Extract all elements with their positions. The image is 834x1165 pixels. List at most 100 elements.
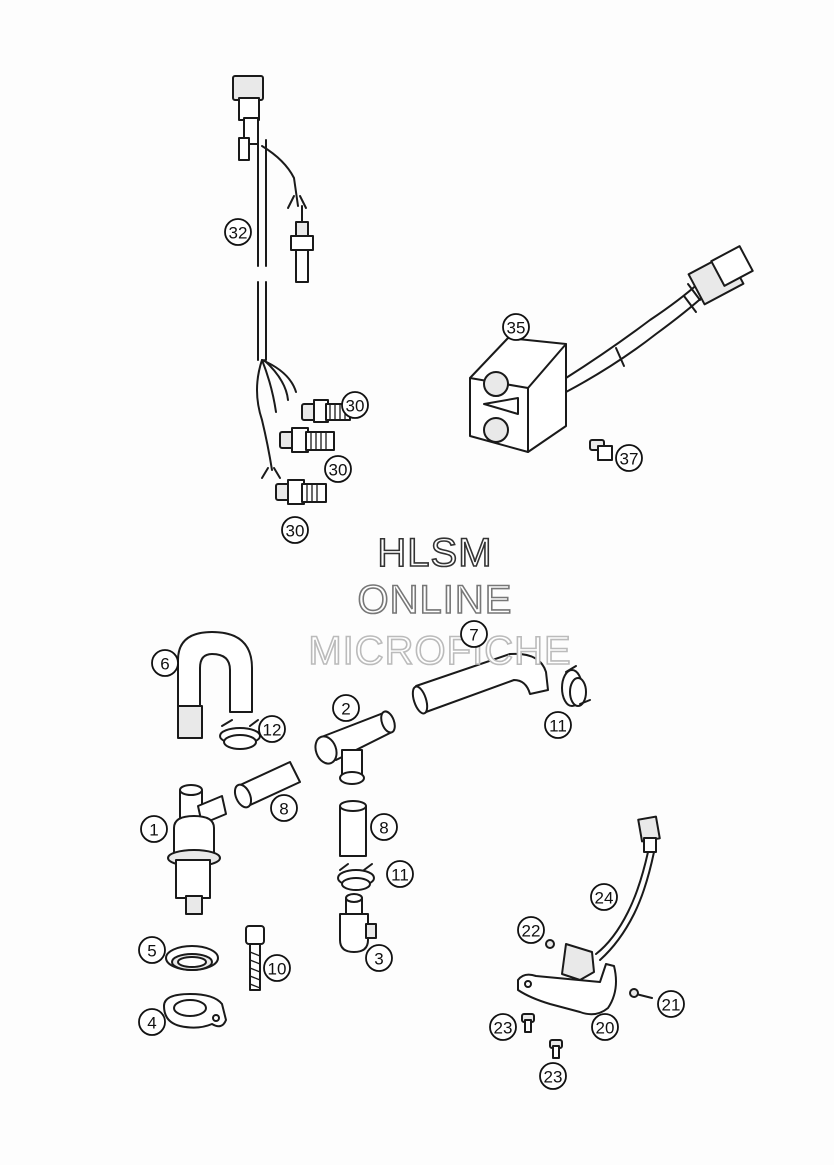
callout-c22: 22	[517, 916, 545, 944]
callout-number: 7	[469, 626, 478, 645]
callout-circle	[615, 444, 643, 472]
callout-circle	[591, 1013, 619, 1041]
callout-number: 30	[286, 522, 305, 541]
callout-number: 11	[391, 866, 409, 885]
callout-circle	[224, 218, 252, 246]
callout-c24: 24	[590, 883, 618, 911]
u-hose-6	[177, 631, 253, 739]
callout-circle	[341, 391, 369, 419]
callout-c5: 5	[138, 936, 166, 964]
thermostat-housing-1	[167, 784, 227, 915]
callout-c11a: 11	[544, 711, 572, 739]
callout-c3: 3	[365, 944, 393, 972]
callout-number: 12	[263, 721, 282, 740]
callout-circle	[460, 620, 488, 648]
callout-c23b: 23	[539, 1062, 567, 1090]
t-fitting-2	[314, 710, 396, 785]
callout-c6: 6	[151, 649, 179, 677]
callout-circle	[502, 313, 530, 341]
callout-number: 23	[544, 1068, 563, 1087]
straight-hose-8-a	[233, 761, 301, 809]
pressure-switch-30-a	[301, 399, 351, 423]
callout-c30b: 30	[324, 455, 352, 483]
callout-number: 8	[279, 800, 288, 819]
screw-37	[589, 439, 613, 461]
callout-c1: 1	[140, 815, 168, 843]
callout-circle	[324, 455, 352, 483]
callout-number: 6	[160, 655, 169, 674]
callout-circle	[365, 944, 393, 972]
callout-c21: 21	[657, 990, 685, 1018]
callout-number: 20	[596, 1019, 615, 1038]
callout-c37: 37	[615, 444, 643, 472]
callout-number: 8	[379, 819, 388, 838]
hose-clamp-12	[219, 719, 261, 750]
callout-circle	[489, 1013, 517, 1041]
straight-hose-8-b	[339, 800, 367, 857]
callout-circle	[258, 715, 286, 743]
callout-circle	[386, 860, 414, 888]
callout-number: 24	[595, 889, 614, 908]
callout-c2: 2	[332, 694, 360, 722]
callout-number: 32	[229, 224, 248, 243]
watermark-line-1: HLSM	[377, 531, 492, 575]
callout-c8a: 8	[270, 794, 298, 822]
gasket-4	[163, 993, 227, 1029]
callout-number: 35	[507, 319, 526, 338]
callout-circle	[138, 936, 166, 964]
control-unit-35	[469, 245, 754, 453]
watermark: HLSM ONLINE MICROFICHE	[308, 530, 572, 674]
callout-circle	[517, 916, 545, 944]
bracket-20	[517, 943, 617, 1016]
callout-number: 1	[149, 821, 158, 840]
callout-number: 10	[268, 960, 287, 979]
callout-number: 5	[147, 942, 156, 961]
callout-circle	[657, 990, 685, 1018]
callout-number: 21	[662, 996, 681, 1015]
callout-c20: 20	[591, 1013, 619, 1041]
callout-circle	[590, 883, 618, 911]
callout-circle	[151, 649, 179, 677]
callout-c10: 10	[263, 954, 291, 982]
callout-number: 37	[620, 450, 639, 469]
callout-circle	[281, 516, 309, 544]
callout-c23a: 23	[489, 1013, 517, 1041]
nut-22	[545, 939, 555, 949]
callout-circle	[140, 815, 168, 843]
callout-c7: 7	[460, 620, 488, 648]
sensor-cable-24	[595, 815, 661, 961]
wiring-harness-32	[232, 75, 314, 283]
callout-circle	[544, 711, 572, 739]
callout-number: 30	[346, 397, 365, 416]
pressure-switch-30-b	[279, 427, 335, 453]
callout-c12: 12	[258, 715, 286, 743]
callout-number: 22	[522, 922, 541, 941]
callout-c35: 35	[502, 313, 530, 341]
callout-number: 30	[329, 461, 348, 480]
callout-circle	[539, 1062, 567, 1090]
callout-number: 4	[147, 1014, 156, 1033]
watermark-line-3: MICROFICHE	[308, 629, 571, 673]
pressure-switch-30-c	[275, 479, 327, 505]
callout-labels: 32 35 30 30 30 37 7 6 2 11 12 8 1 8 11 24 22 5 3 10 21 4 23 20 2…	[138, 218, 685, 1090]
watermark-line-2: ONLINE	[358, 578, 513, 622]
hose-clamp-11-a	[561, 665, 591, 707]
callout-number: 11	[549, 717, 567, 736]
callout-c8b: 8	[370, 813, 398, 841]
callout-c11b: 11	[386, 860, 414, 888]
callout-number: 23	[494, 1019, 513, 1038]
callout-c30c: 30	[281, 516, 309, 544]
callout-circle	[270, 794, 298, 822]
seal-ring-5	[165, 945, 219, 971]
bolt-10	[245, 925, 265, 991]
screw-23-a	[521, 1013, 535, 1033]
bent-hose-7	[411, 652, 549, 715]
callout-number: 3	[374, 950, 383, 969]
callout-circle	[332, 694, 360, 722]
elbow-fitting-3	[339, 893, 377, 953]
hose-clamp-11-b	[337, 863, 375, 891]
callout-circle	[370, 813, 398, 841]
screw-21	[629, 988, 653, 999]
